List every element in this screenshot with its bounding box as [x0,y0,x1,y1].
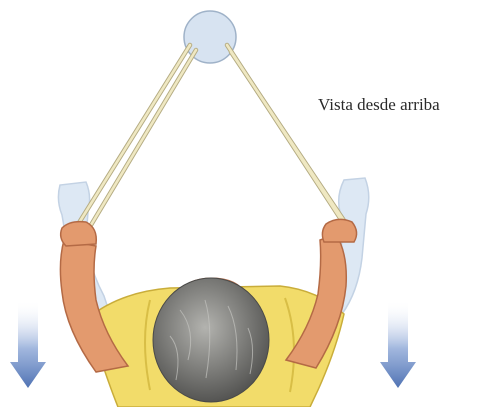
pulley-ropes [77,45,347,230]
view-caption: Vista desde arriba [318,95,440,115]
head [153,278,269,402]
